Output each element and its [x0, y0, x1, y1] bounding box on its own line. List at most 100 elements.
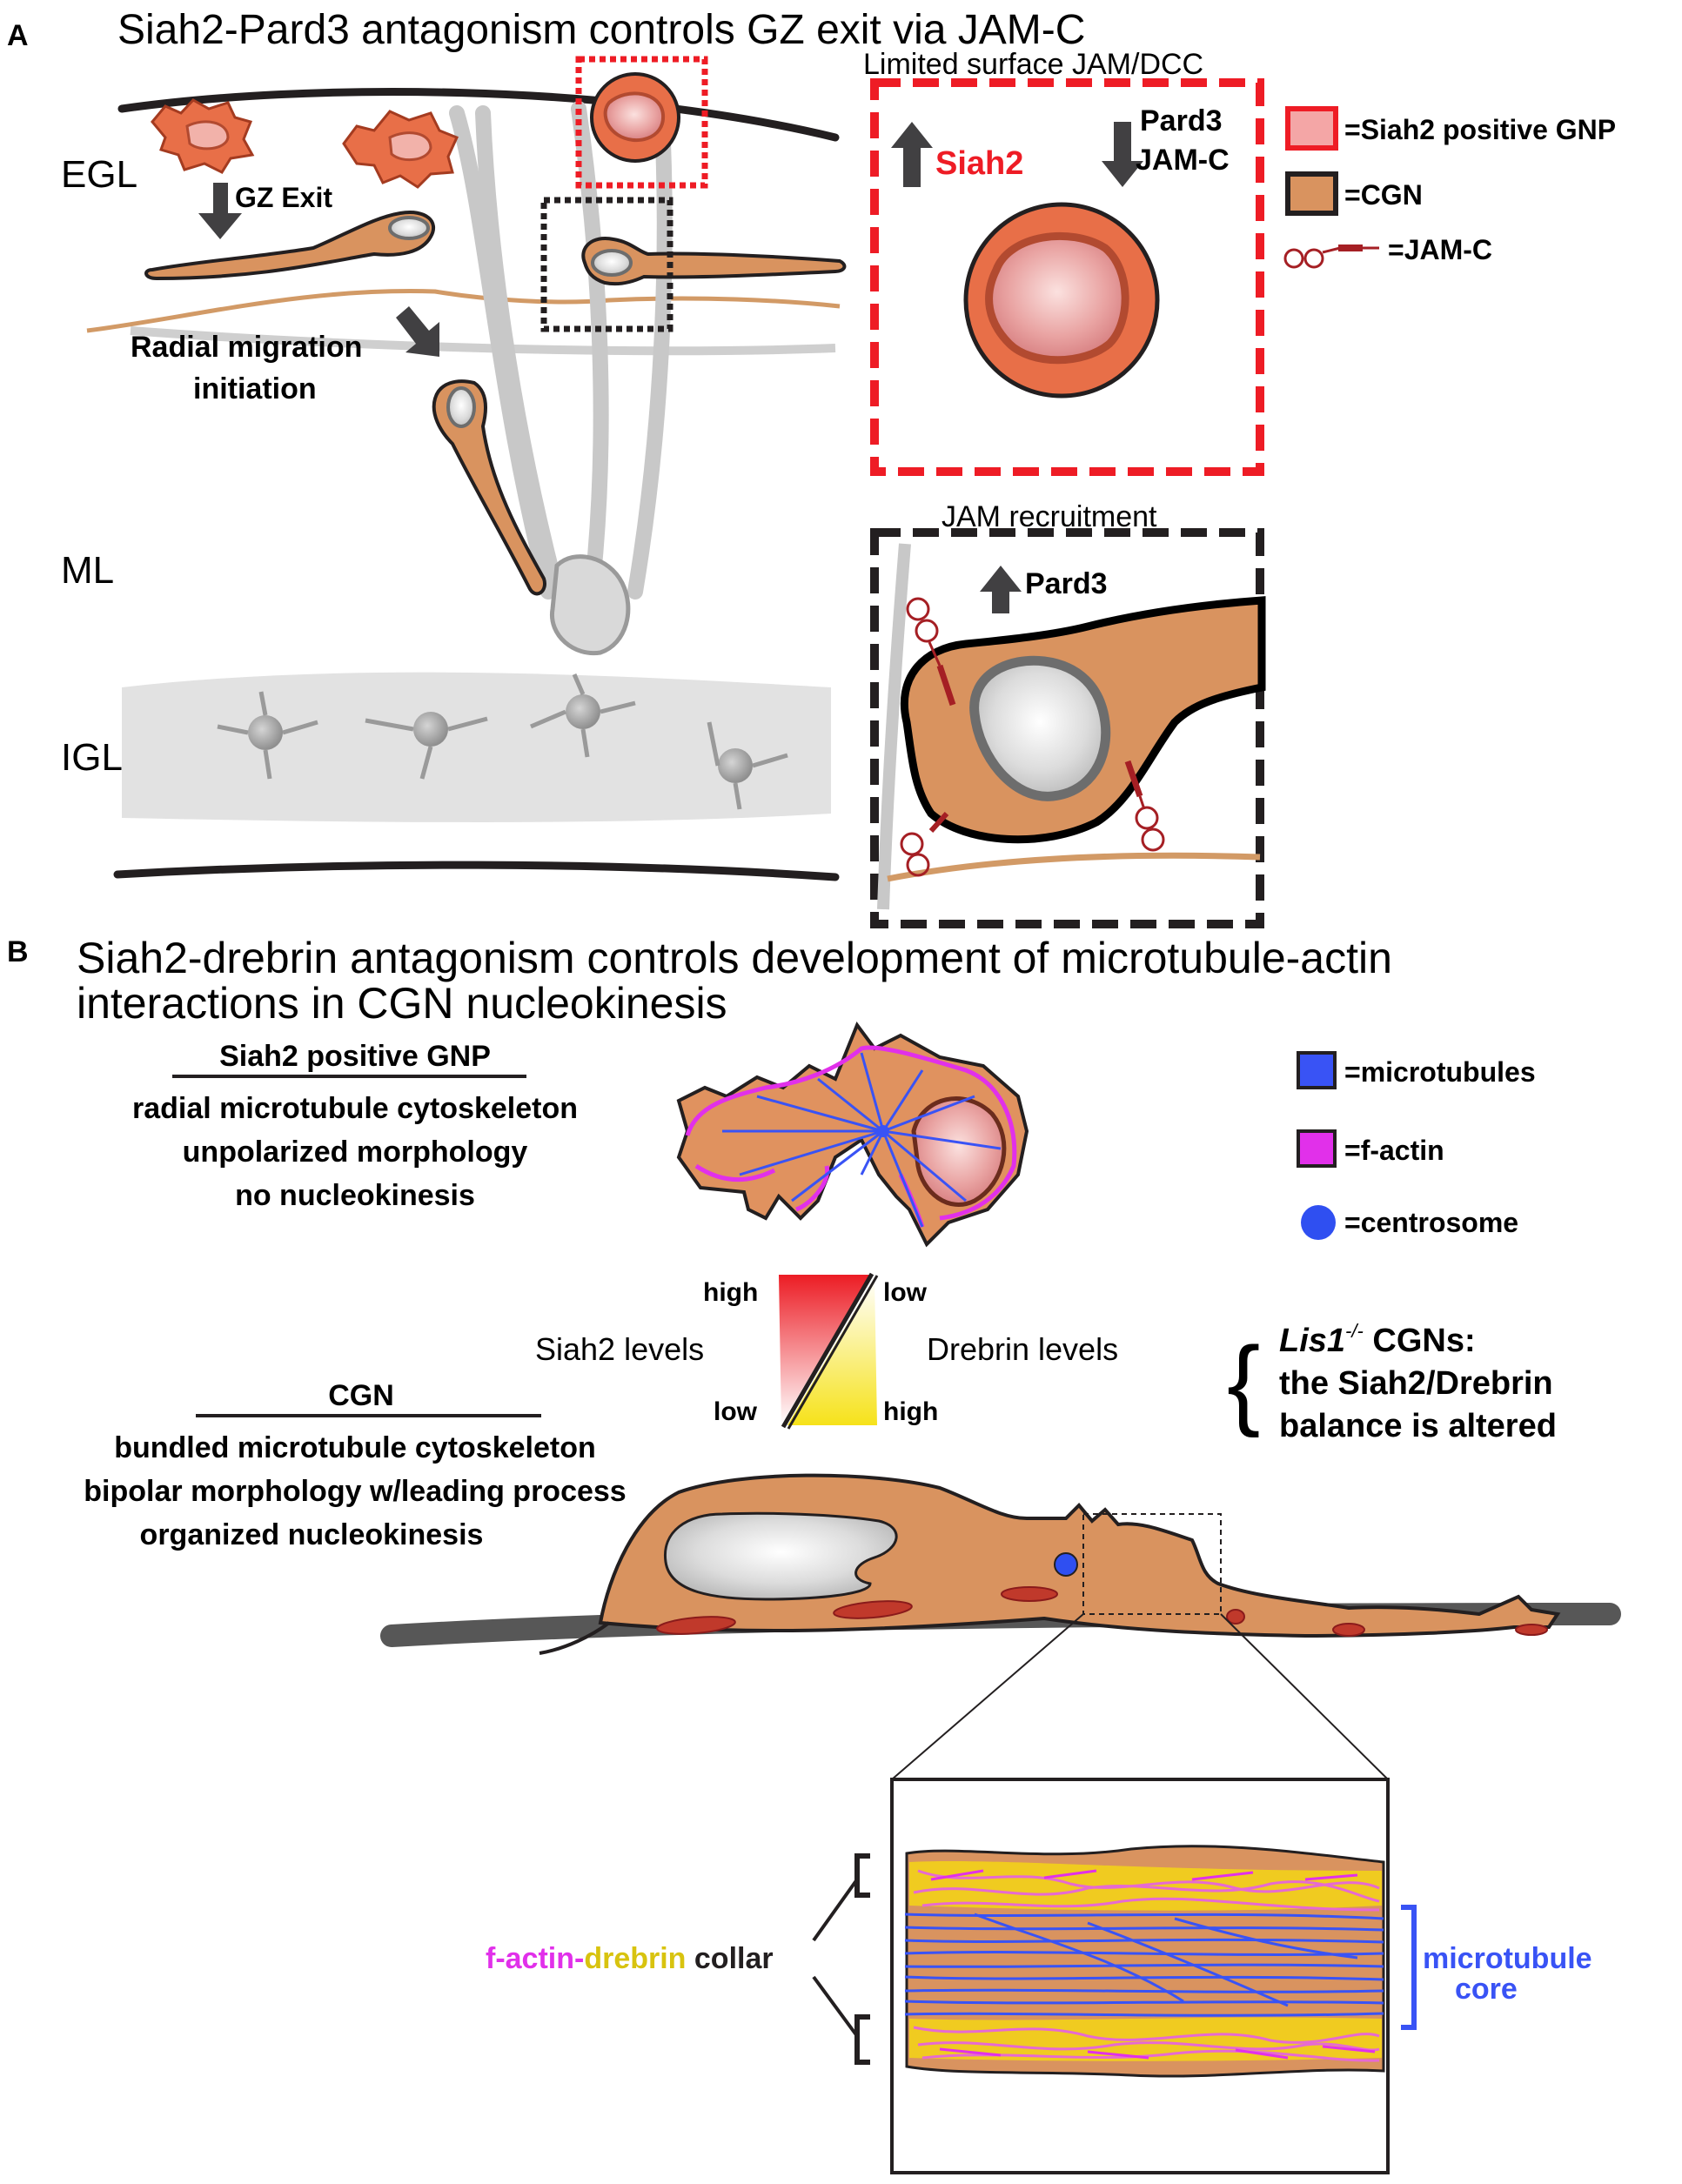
gradient-high-left: high: [703, 1278, 758, 1307]
lis1-line-1: Lis1-/- CGNs:: [1279, 1320, 1476, 1359]
legend-panel-b: =microtubules =f-actin =centrosome: [1297, 1051, 1536, 1240]
lis1-gene: Lis1: [1279, 1323, 1345, 1359]
legend-panel-a: =Siah2 positive GNP =CGN =JAM-C: [1283, 106, 1616, 269]
gradient-low-right: low: [883, 1278, 928, 1307]
gradient-low-left: low: [714, 1397, 758, 1426]
black-dotted-box: [540, 197, 673, 332]
collar-label: f-actin-drebrin collar: [486, 1942, 774, 1975]
legend-factin-swatch: [1297, 1129, 1337, 1168]
grey-fiber: [130, 326, 836, 356]
inset-siah2-gnp: Limited surface JAM/DCC Siah2 Pard3 JAM-…: [863, 48, 1264, 476]
red-dotted-box: [575, 56, 708, 189]
jamc-label: JAM-C: [1136, 144, 1230, 177]
gnp-line-3: no nucleokinesis: [235, 1179, 475, 1212]
red-dashed-inset-frame: [870, 78, 1264, 476]
egl-gnp-3: [590, 72, 680, 163]
inset-cgn-jam: JAM recruitment Pard3: [870, 500, 1266, 928]
pard3-recruit-label: Pard3: [1025, 567, 1108, 600]
collar-bracket-top: [854, 1853, 870, 1898]
gnp-cytoskeleton-drawing: [676, 1021, 1029, 1248]
siah2-drebrin-gradient: high low low high Siah2 levels Drebrin l…: [535, 1272, 1118, 1430]
core-bracket: [1401, 1905, 1417, 2030]
panel-b-letter: B: [7, 935, 29, 968]
zoom-factin-collar: [913, 1869, 1380, 2062]
inset-pf-fiber: [887, 852, 1261, 882]
inset-glia-fiber: [877, 543, 911, 910]
zoom-panel: [890, 1778, 1390, 2174]
cgn-back-process: [539, 1621, 611, 1655]
inset-jamc-molecules: [900, 597, 1165, 877]
lis1-line-2: the Siah2/Drebrin: [1279, 1365, 1553, 1402]
legend-microtubules-label: =microtubules: [1344, 1056, 1536, 1088]
jam-recruitment-label: JAM recruitment: [942, 500, 1157, 533]
radial-glia-soma: [550, 554, 631, 656]
gz-exit-label: GZ Exit: [235, 182, 332, 213]
cgn-description: CGN bundled microtubule cytoskeleton bip…: [84, 1379, 626, 1551]
pial-surface-line: [117, 88, 840, 142]
panel-b-title-line2: interactions in CGN nucleokinesis: [77, 979, 727, 1028]
zoom-region-box: [1082, 1513, 1222, 1615]
igl-cells: [217, 673, 788, 810]
inset-cgn-nucleus: [969, 655, 1111, 801]
siah2-up-arrow: [891, 122, 933, 187]
pard3-label: Pard3: [1140, 104, 1223, 137]
layer-igl: IGL: [61, 736, 123, 779]
siah2-label: Siah2: [935, 145, 1023, 182]
legend-factin-label: =f-actin: [1344, 1135, 1444, 1166]
limited-surface-label: Limited surface JAM/DCC: [863, 48, 1203, 81]
white-matter-line: [113, 861, 840, 881]
collar-drebrin: drebrin: [584, 1942, 686, 1975]
cgn-line-3: organized nucleokinesis: [140, 1518, 484, 1551]
cgn-nucleus: [663, 1511, 898, 1601]
zoom-factin-magenta: [930, 1869, 1376, 2060]
lis1-superscript: -/-: [1345, 1320, 1364, 1342]
inset-gnp-nucleus: [985, 231, 1129, 365]
zoom-line-left: [891, 1613, 1084, 1780]
egl-gnp-1: [151, 98, 255, 174]
egl-gnp-2: [342, 110, 459, 189]
legend-centrosome-dot: [1301, 1205, 1336, 1240]
zoom-line-right: [1220, 1613, 1389, 1780]
radial-glia: [449, 97, 673, 600]
zoom-microtubule-core: [904, 1913, 1384, 2017]
lis1-suffix: CGNs:: [1364, 1323, 1476, 1359]
layer-egl: EGL: [61, 153, 137, 196]
gnp-line-2: unpolarized morphology: [183, 1136, 528, 1169]
migrating-cgn-drawing: [380, 1473, 1621, 1780]
cgn-radial-migration: [432, 379, 546, 596]
collar-word: collar: [686, 1942, 773, 1975]
legend-cgn-swatch: [1285, 171, 1338, 216]
lis1-brace: {: [1227, 1327, 1260, 1438]
collar-dash: -: [574, 1942, 584, 1975]
lis1-line-3: balance is altered: [1279, 1408, 1557, 1444]
cgn-actin-patches: [656, 1586, 1548, 1637]
siah2-levels-label: Siah2 levels: [535, 1331, 704, 1367]
radial-migration-arrow: [396, 306, 439, 357]
cerebellum-schematic: EGL ML IGL GZ Exit Radial migration init…: [61, 56, 847, 881]
legend-gnp-label: =Siah2 positive GNP: [1344, 114, 1616, 145]
cgn-line-1: bundled microtubule cytoskeleton: [114, 1431, 596, 1464]
cgn-gz-exit: [144, 211, 436, 281]
cgn-centrosome: [1054, 1552, 1078, 1577]
jamc-icon: [1283, 245, 1379, 269]
gnp-description: Siah2 positive GNP radial microtubule cy…: [132, 1040, 578, 1212]
microtubule-core-line1: microtubule: [1423, 1942, 1592, 1975]
panel-b-title-line1: Siah2-drebrin antagonism controls develo…: [77, 934, 1392, 982]
layer-ml: ML: [61, 549, 114, 592]
gnp-heading: Siah2 positive GNP: [219, 1040, 491, 1073]
collar-factin: f-actin: [486, 1942, 574, 1975]
legend-gnp-swatch: [1285, 106, 1338, 151]
gnp-line-1: radial microtubule cytoskeleton: [132, 1092, 578, 1125]
drebrin-levels-label: Drebrin levels: [927, 1331, 1118, 1367]
cgn-heading: CGN: [328, 1379, 394, 1412]
pard3-up-arrow: [980, 566, 1022, 613]
black-dashed-inset-frame: [870, 528, 1264, 928]
pard3-down-arrow: [1102, 122, 1143, 187]
legend-cgn-label: =CGN: [1344, 179, 1423, 211]
panel-a-title: Siah2-Pard3 antagonism controls GZ exit …: [117, 7, 1085, 53]
collar-bracket-bottom: [854, 2014, 870, 2065]
legend-jamc-label: =JAM-C: [1388, 234, 1492, 265]
cgn-line-2: bipolar morphology w/leading process: [84, 1475, 626, 1508]
microtubule-core-line2: core: [1455, 1973, 1518, 2006]
